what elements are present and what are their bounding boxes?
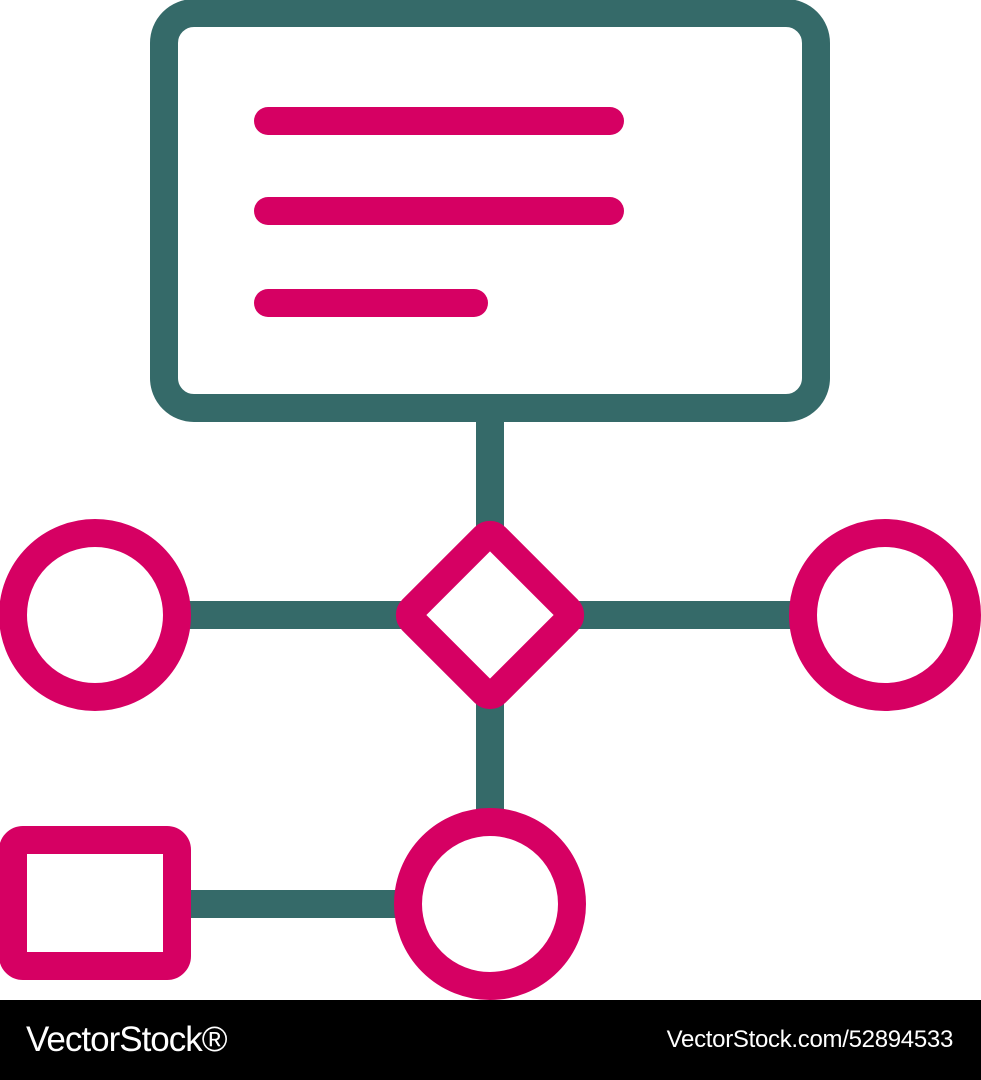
right-circle-node [789, 519, 981, 711]
watermark-footer: VectorStock® VectorStock.com/52894533 [0, 1000, 981, 1080]
text-lines-icon [254, 107, 624, 317]
bottom-circle-node [394, 808, 586, 1000]
decision-diamond [395, 520, 585, 710]
brand-logo: VectorStock® [26, 1020, 228, 1059]
left-circle-node [0, 519, 191, 711]
flowchart-icon [0, 0, 981, 1000]
bottom-left-square-node [0, 826, 191, 980]
connector-lines [180, 420, 800, 918]
image-id: VectorStock.com/52894533 [666, 1026, 954, 1053]
